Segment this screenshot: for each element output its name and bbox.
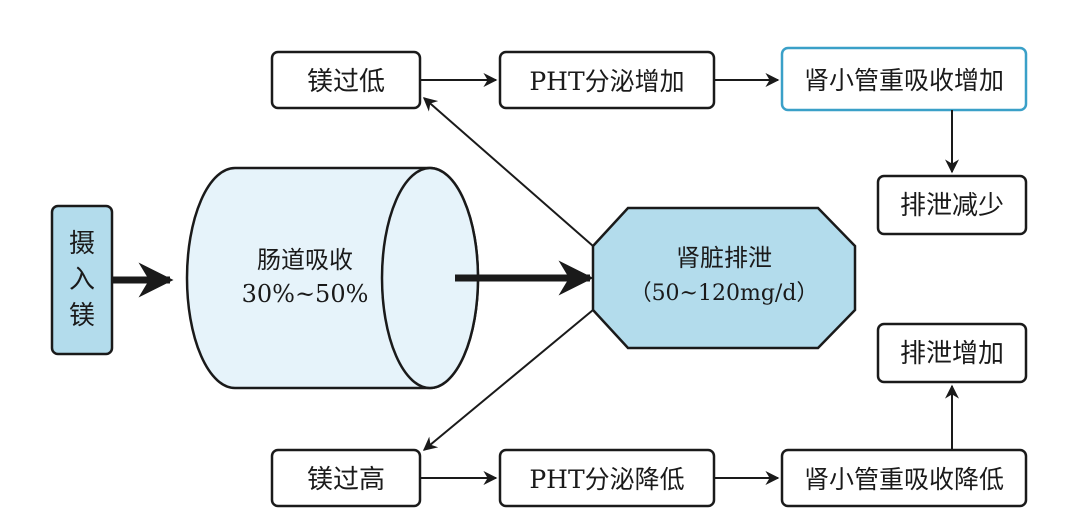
high-mg-box: 镁过高 (270, 448, 422, 508)
excretion-up-box: 排泄增加 (876, 322, 1028, 384)
kidney-excretion-node: 肾脏排泄 （50~120mg/d） (591, 206, 857, 350)
intestine-label-line2: 30%~50% (242, 280, 369, 308)
high-mg-label: 镁过高 (307, 465, 385, 495)
reabsorb-up-box: 肾小管重吸收增加 (780, 46, 1028, 112)
intake-box: 摄 入 镁 (50, 204, 114, 356)
low-mg-box: 镁过低 (270, 50, 422, 110)
arrow-kidney-to-high-mg (422, 309, 594, 451)
pth-up-label: PHT分泌增加 (529, 67, 684, 96)
reabsorb-down-box: 肾小管重吸收降低 (780, 448, 1028, 508)
reabsorb-up-label: 肾小管重吸收增加 (804, 66, 1004, 95)
intake-label-line3: 镁 (69, 301, 95, 331)
pth-down-box: PHT分泌降低 (498, 448, 716, 508)
low-mg-label: 镁过低 (307, 67, 385, 97)
reabsorb-down-label: 肾小管重吸收降低 (804, 465, 1004, 494)
arrow-kidney-to-low-mg (422, 97, 594, 247)
intestine-cylinder: 肠道吸收 30%~50% (185, 166, 480, 390)
intake-label-line2: 入 (69, 265, 95, 295)
intake-label-line1: 摄 (69, 229, 95, 259)
pth-up-box: PHT分泌增加 (498, 50, 716, 110)
excretion-down-label: 排泄减少 (900, 191, 1004, 221)
kidney-label-line2: （50~120mg/d） (630, 281, 819, 306)
excretion-up-label: 排泄增加 (900, 339, 1004, 369)
kidney-label-line1: 肾脏排泄 (676, 244, 772, 272)
pth-down-label: PHT分泌降低 (529, 465, 684, 494)
intestine-label-line1: 肠道吸收 (257, 246, 353, 274)
excretion-down-box: 排泄减少 (876, 174, 1028, 236)
